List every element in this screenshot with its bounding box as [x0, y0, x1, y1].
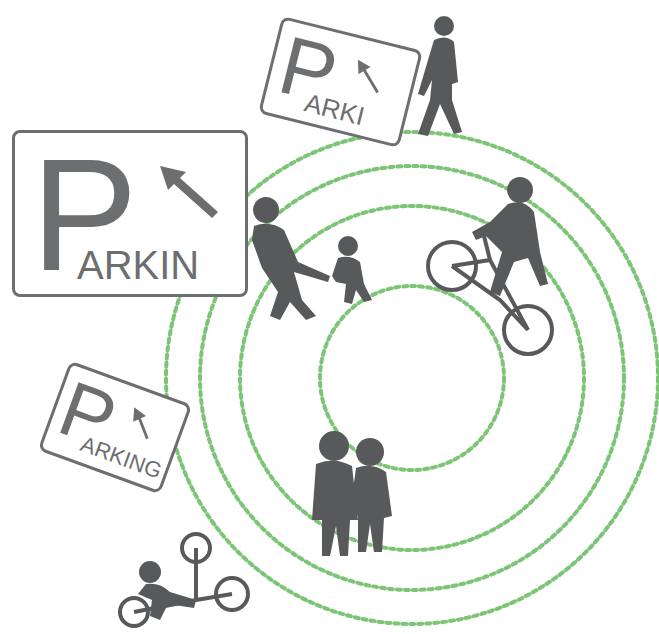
sign-arrow [125, 407, 156, 440]
parking-sign: PARKIN [12, 130, 248, 297]
cyclist-silhouette [428, 177, 552, 354]
sign-word: ARKIN [77, 245, 199, 285]
ring [200, 166, 624, 590]
pedestrian-silhouette [418, 16, 462, 136]
sign-arrow [351, 60, 385, 94]
parking-sign: PARKI [258, 16, 423, 148]
ring [240, 206, 584, 550]
sign-word: ARKING [78, 433, 165, 483]
parent-child-silhouette [252, 197, 372, 320]
sign-arrow [160, 166, 218, 218]
parking-sign: PARKING [38, 361, 193, 495]
sign-word: ARKI [302, 89, 367, 129]
inner-ring [320, 286, 504, 470]
couple-silhouette [312, 431, 392, 556]
child-cyclist-silhouette [120, 534, 248, 626]
